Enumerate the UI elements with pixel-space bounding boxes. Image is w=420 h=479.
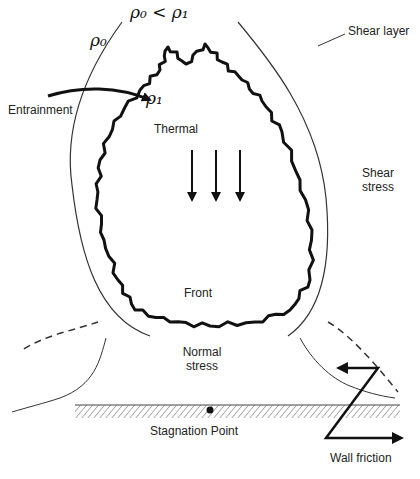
arrowhead	[392, 432, 404, 444]
flow-line	[12, 338, 106, 412]
motion-arrow	[191, 150, 193, 200]
wall-friction-arrow	[326, 368, 396, 438]
front-label: Front	[184, 286, 212, 300]
thermal-blob: ρ₁ ThermalFront	[92, 40, 318, 330]
entrainment-label: Entrainment	[8, 103, 73, 117]
wall-hatching	[75, 405, 400, 418]
density-relation: ρ₀ < ρ₁	[130, 2, 189, 22]
shear-layer-line	[70, 22, 150, 336]
thermal-label: Thermal	[154, 122, 198, 136]
flow-line	[328, 322, 398, 392]
ambient-density: ρ₀	[90, 30, 107, 50]
motion-arrow	[239, 150, 241, 200]
thermal-density: ρ₁	[146, 88, 163, 108]
arrowhead	[336, 362, 348, 374]
flow-line	[22, 322, 98, 350]
leader-line	[318, 34, 345, 46]
flow-line	[300, 338, 395, 398]
stagnation-point-label: Stagnation Point	[150, 424, 238, 438]
motion-arrow	[215, 150, 217, 200]
stagnation-dot	[207, 407, 214, 414]
shear-layer-label: Shear layer	[348, 24, 409, 38]
wall-friction-label: Wall friction	[330, 451, 392, 465]
shear-stress-label: Shear stress	[352, 166, 404, 194]
normal-stress-label: Normal stress	[172, 345, 232, 373]
shear-layer-line	[238, 22, 328, 336]
